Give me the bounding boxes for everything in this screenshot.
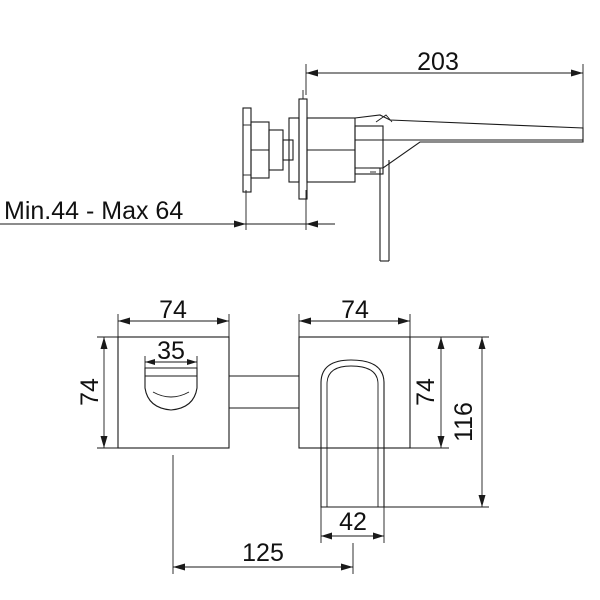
spout-total-height-label: 116 <box>450 402 478 442</box>
side-view: 203 Min.44 - Max 64 <box>0 48 584 262</box>
spout-width-label: 42 <box>339 508 367 536</box>
front-view: 74 35 74 74 74 <box>76 296 489 574</box>
valve-plate-height-label: 74 <box>76 378 104 406</box>
wall-flange <box>298 98 308 200</box>
handle-knob <box>242 107 252 193</box>
spout-plate-height-label: 74 <box>412 378 440 406</box>
wall-depth-label: Min.44 - Max 64 <box>4 197 183 225</box>
center-distance-label: 125 <box>242 539 284 567</box>
spout-plate-width-label: 74 <box>341 296 369 324</box>
valve-handle <box>144 367 198 411</box>
handle-width-label: 35 <box>157 337 185 365</box>
spout-front <box>320 359 385 508</box>
overall-projection-label: 203 <box>417 48 459 76</box>
valve-plate-width-label: 74 <box>159 296 187 324</box>
spout-plate <box>298 336 411 449</box>
valve-plate <box>117 336 230 449</box>
